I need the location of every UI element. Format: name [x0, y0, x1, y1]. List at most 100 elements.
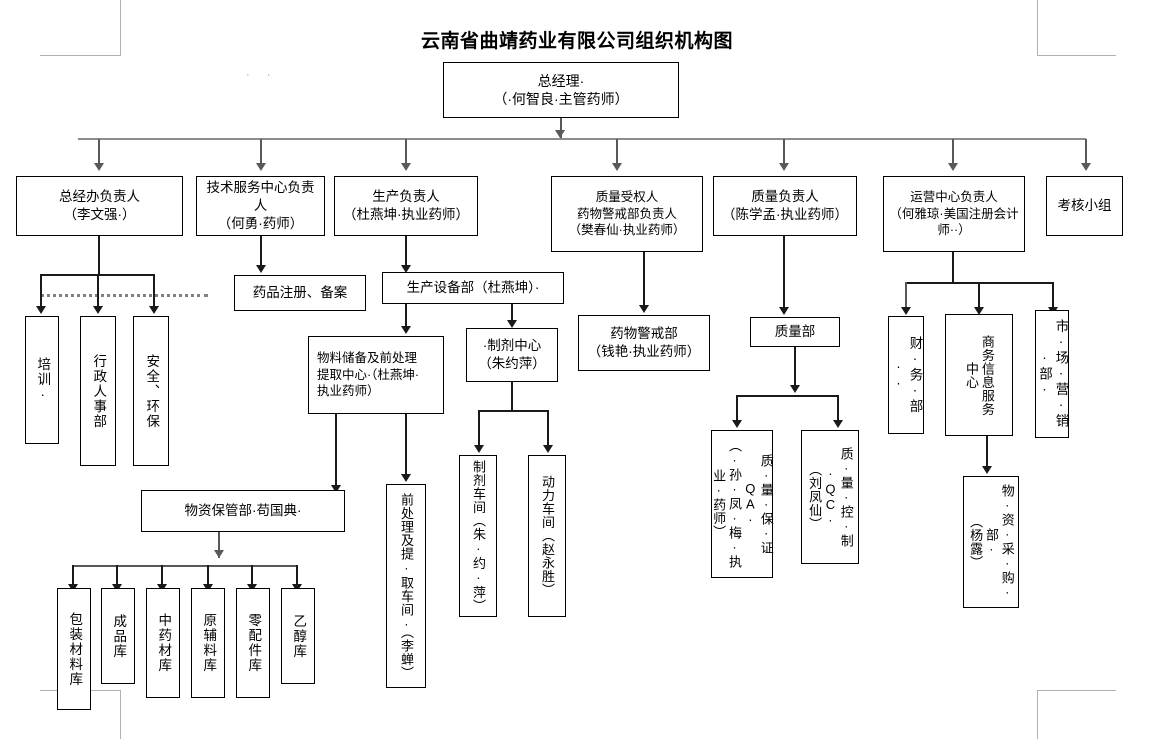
node-warehouse-raw[interactable]: 原辅料库	[191, 588, 225, 698]
edge-wh-5	[251, 565, 253, 587]
arrow-training	[36, 306, 46, 314]
crop-mark-top-left	[40, 0, 121, 56]
edge-to-hr	[97, 274, 99, 308]
arrow-quality-dept	[779, 307, 789, 315]
arrow-qa-auth	[612, 163, 622, 171]
edge-production-stem	[405, 236, 407, 268]
node-preparation-center[interactable]: ·制剂中心 （朱约萍）	[466, 328, 558, 382]
arrow-drug-reg	[256, 265, 266, 273]
node-training[interactable]: 培训·	[25, 316, 59, 444]
edge-to-qc-unit	[837, 395, 839, 423]
node-warehouse-herb[interactable]: 中药材库	[146, 588, 180, 698]
node-hr-dept[interactable]: 行政人事部	[80, 316, 116, 466]
edge-wh-2	[116, 565, 118, 587]
edge-root-stem	[560, 118, 562, 140]
arrow-pv-dept	[639, 305, 649, 313]
arrow-gm-office	[94, 163, 104, 171]
node-warehouse-ethanol[interactable]: 乙醇库	[281, 588, 315, 684]
edge-pretreat	[405, 414, 407, 476]
edge-to-operations	[952, 139, 954, 165]
arrow-warehouse-bus	[214, 550, 224, 558]
edge-root-bus-arrow	[555, 130, 565, 138]
node-power-workshop[interactable]: 动力车间（赵永胜）	[528, 455, 566, 617]
page-title: 云南省曲靖药业有限公司组织机构图	[420, 31, 733, 52]
edge-to-market	[1052, 282, 1054, 310]
arrow-material-center	[401, 326, 411, 334]
node-gm-office[interactable]: 总经办负责人 （李文强·）	[16, 176, 183, 236]
arrow-quality	[779, 163, 789, 171]
edge-to-qa-auth	[616, 139, 618, 165]
edge-operations-stem	[952, 252, 954, 282]
edge-to-review	[1085, 139, 1087, 165]
node-business-info-service-center[interactable]: 商务信息服务 中心	[945, 314, 1013, 436]
node-warehouse-packaging[interactable]: 包装材料库	[57, 588, 91, 710]
edge-pv-stem	[643, 252, 645, 308]
arrow-pretreat	[401, 474, 411, 482]
edge-wh-3	[161, 565, 163, 587]
arrow-prep-shop	[474, 445, 484, 453]
arrow-operations	[948, 163, 958, 171]
node-material-storage-center[interactable]: 物料储备及前处理 提取中心·（杜燕坤· 执业药师）	[308, 336, 444, 414]
edge-quality-dept-stem	[794, 347, 796, 389]
arrow-prod-equip	[401, 265, 411, 273]
edge-to-safety	[153, 274, 155, 308]
node-qa-authorized-person[interactable]: 质量受权人 药物警戒部负责人 （樊春仙·执业药师）	[551, 176, 703, 252]
arrow-biz-info	[974, 307, 984, 315]
edge-prep-center	[511, 304, 513, 324]
node-quality-head[interactable]: 质量负责人 （陈学孟·执业药师）	[713, 176, 857, 236]
node-procurement-dept[interactable]: 物·资·采·购·部· （杨露）	[963, 476, 1019, 608]
edge-to-qa-unit	[736, 395, 738, 423]
edge-to-production	[405, 139, 407, 165]
arrow-production	[401, 163, 411, 171]
edge-to-tech-svc	[260, 139, 262, 165]
node-tech-svc[interactable]: 技术服务中心负责人 （何勇·药师）	[196, 176, 325, 236]
stray-dot-marks: · ·	[246, 69, 278, 81]
node-marketing-dept[interactable]: 市·场·营·销·部·	[1035, 310, 1069, 438]
node-review-team[interactable]: 考核小组	[1046, 176, 1123, 236]
node-preparation-workshop[interactable]: 制剂车间（朱·约·萍）	[459, 455, 497, 617]
edge-root-bus	[78, 138, 1086, 140]
edge-to-biz-info	[978, 282, 980, 310]
edge-warehouse-stem	[218, 532, 220, 558]
node-pretreatment-workshop[interactable]: 前处理及提·取车间·（李蝉）	[386, 484, 426, 688]
node-quality-dept[interactable]: 质量部	[750, 317, 840, 347]
node-production[interactable]: 生产负责人 （杜燕坤·执业药师）	[334, 176, 478, 236]
crop-mark-top-right	[1037, 0, 1116, 56]
arrow-review	[1081, 163, 1091, 171]
arrow-procurement	[982, 466, 992, 474]
node-warehouse-parts[interactable]: 零配件库	[236, 588, 270, 698]
edge-material-down	[335, 414, 337, 488]
edge-to-prep-shop	[478, 410, 480, 448]
node-production-equipment-dept[interactable]: 生产设备部（杜燕坤）·	[382, 272, 564, 304]
arrow-tech-svc	[256, 163, 266, 171]
edge-to-training	[40, 274, 42, 308]
node-finance-dept[interactable]: 财·务·部··	[888, 316, 924, 434]
edge-to-power-shop	[547, 410, 549, 448]
node-safety-env[interactable]: 安全、环保	[133, 316, 169, 466]
edge-prep-bus	[478, 410, 548, 412]
node-pharmacovigilance-dept[interactable]: 药物警戒部 （钱艳·执业药师）	[578, 315, 710, 371]
node-warehouse-finished[interactable]: 成品库	[101, 588, 135, 684]
edge-material-center	[405, 304, 407, 330]
edge-prep-stem	[511, 382, 513, 410]
node-warehouse-dept[interactable]: 物资保管部·苟国典·	[141, 490, 345, 532]
edge-wh-1	[72, 565, 74, 587]
edge-warehouse-bus	[72, 565, 296, 567]
edge-quality-stem	[783, 236, 785, 310]
arrow-quality-bus	[790, 385, 800, 393]
edge-procurement-stem	[986, 436, 988, 470]
node-operations-center[interactable]: 运营中心负责人 （何雅琼·美国注册会计师··）	[883, 176, 1025, 252]
edge-wh-4	[207, 565, 209, 587]
node-quality-assurance-qa[interactable]: 质·量·保·证QA· （·孙·凤·梅·执业·药师）	[711, 430, 774, 578]
edge-to-finance	[905, 282, 907, 310]
edge-wh-6	[296, 565, 298, 587]
arrow-power-shop	[543, 445, 553, 453]
node-general-manager[interactable]: 总经理· （·何智良·主管药师）	[443, 62, 679, 118]
arrow-warehouse-dept	[331, 485, 341, 493]
edge-tech-svc-stem	[260, 236, 262, 268]
node-quality-control-qc[interactable]: 质·量·控·制·QC· （刘凤仙）	[801, 430, 859, 564]
node-drug-registration[interactable]: 药品注册、备案	[234, 275, 366, 311]
arrow-hr	[93, 306, 103, 314]
edge-to-quality	[783, 139, 785, 165]
